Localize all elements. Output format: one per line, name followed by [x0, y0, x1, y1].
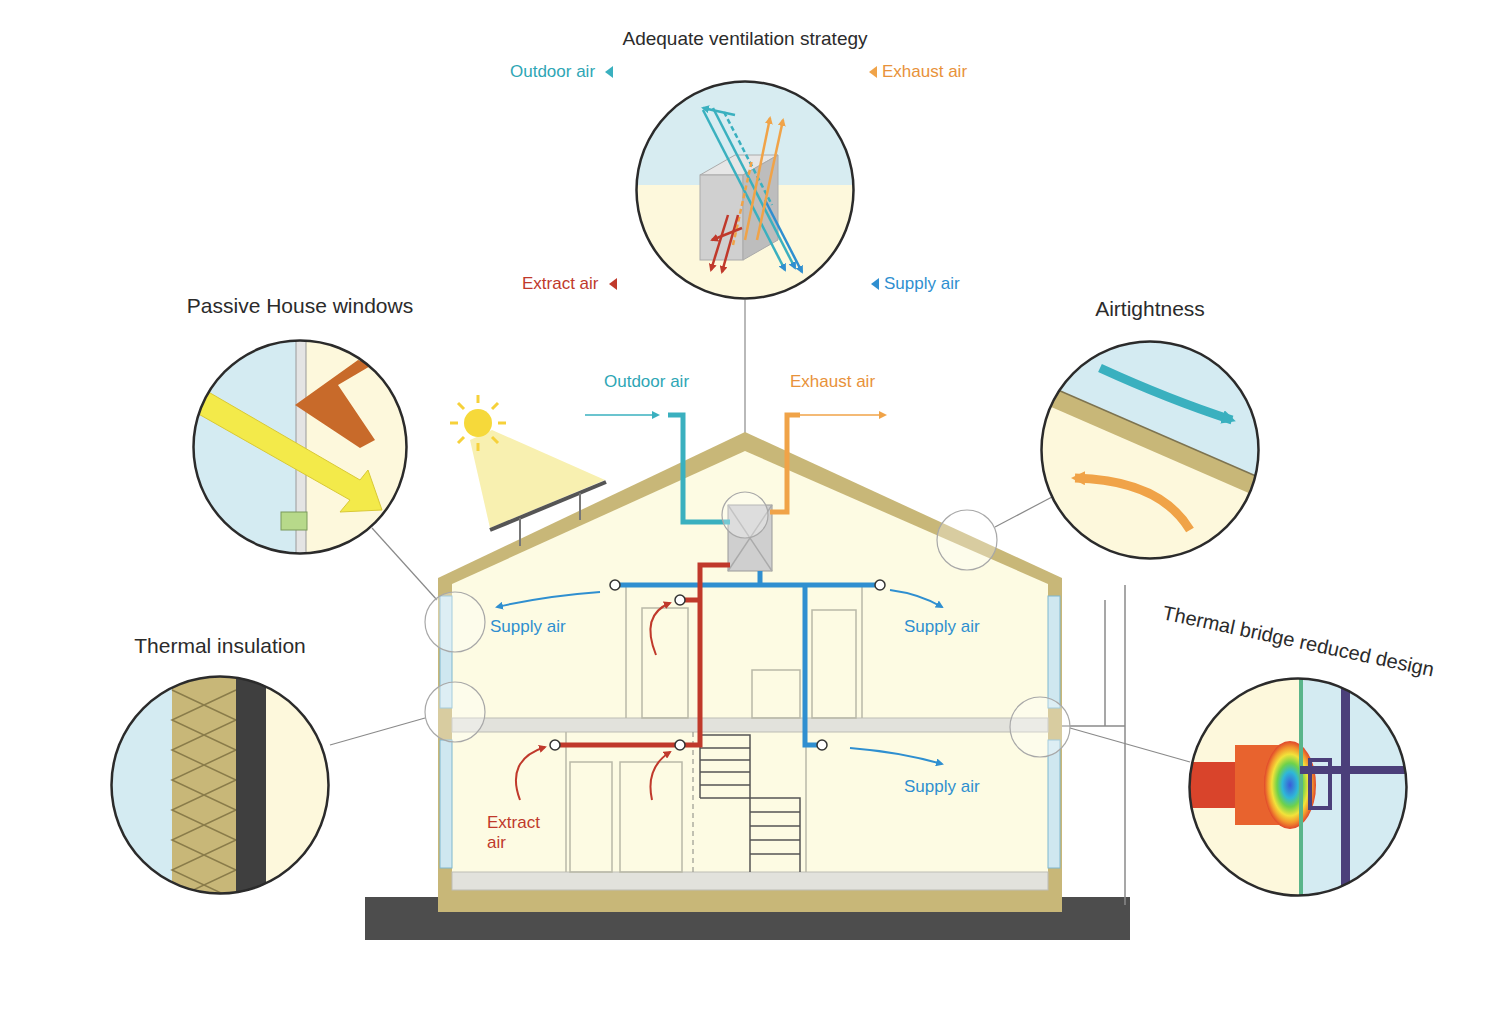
- airflow-label: Outdoor air: [604, 372, 689, 392]
- principle-heading: Thermal insulation: [134, 633, 306, 658]
- circle-outline: [1188, 677, 1408, 897]
- circle-outline: [1040, 340, 1260, 560]
- principle-heading: Thermal bridge reduced design: [1160, 600, 1436, 681]
- principle-heading: Airtightness: [1095, 296, 1205, 321]
- principle-circle: Thermal bridge reduced design: [1188, 677, 1408, 897]
- airflow-label: Extract air: [522, 274, 599, 294]
- airflow-label: Supply air: [904, 617, 980, 637]
- circle-outline: [110, 675, 330, 895]
- airflow-label: Exhaust air: [882, 62, 967, 82]
- principle-heading: Passive House windows: [187, 293, 413, 318]
- circle-outline: [635, 80, 855, 300]
- airflow-label: Supply air: [904, 777, 980, 797]
- airflow-label: Exhaust air: [790, 372, 875, 392]
- airflow-label: Outdoor air: [510, 62, 595, 82]
- principle-heading: Adequate ventilation strategy: [622, 28, 867, 51]
- airflow-label: Supply air: [884, 274, 960, 294]
- principle-circle: Airtightness: [1040, 340, 1260, 560]
- principle-circle: Passive House windows: [192, 339, 408, 555]
- airflow-label: Extract air: [487, 813, 541, 852]
- principle-circle: Adequate ventilation strategy: [635, 80, 855, 300]
- airflow-label: Supply air: [490, 617, 566, 637]
- principle-circle: Thermal insulation: [110, 675, 330, 895]
- circle-outline: [192, 339, 408, 555]
